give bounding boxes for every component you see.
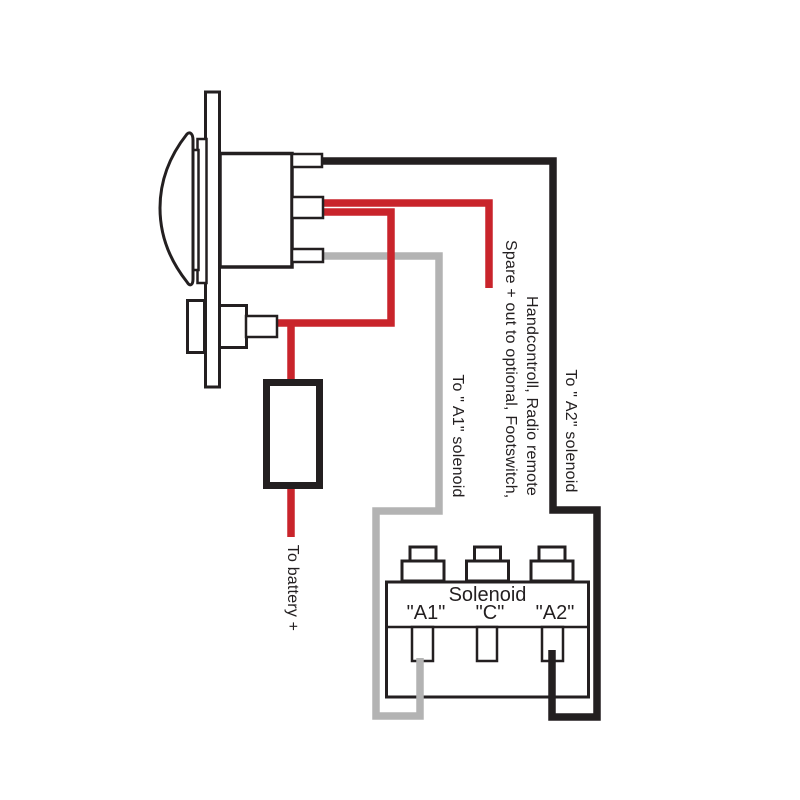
to-a1-solenoid-label: To " A1" solenoid (449, 374, 466, 498)
solenoid-stud-a2-base (529, 559, 575, 583)
solenoid-terminal-c-label: "C" (475, 602, 505, 624)
solenoid-stud-c-nut (473, 545, 502, 563)
breaker-body-left-shape (186, 299, 206, 354)
switch-terminal-top-shape (290, 152, 324, 169)
rocker-actuator-shape (158, 131, 195, 287)
solenoid-stud-a2-nut (537, 545, 567, 563)
solenoid-terminal-c-shape (475, 625, 499, 663)
breaker-body-right-shape (218, 304, 248, 349)
overlay-shapes (244, 152, 325, 489)
red-wires (275, 199, 493, 537)
switch-body-shape (218, 151, 294, 269)
solenoid-terminal-a1-label: "A1" (406, 602, 446, 624)
spare-output-label: Handcontroll, Radio remote Spare + out t… (500, 240, 542, 499)
wires (275, 157, 601, 721)
solenoid-title: Solenoid (448, 584, 527, 606)
solenoid-terminal-a1-shape (410, 625, 435, 663)
breaker-terminal-shape (244, 314, 279, 339)
fuse-body-shape (263, 379, 323, 489)
solenoid-terminal-a2-label: "A2" (535, 602, 575, 624)
switch-terminal-middle-shape (290, 195, 325, 220)
to-a2-solenoid-label: To " A2" solenoid (562, 369, 579, 493)
switch-terminal-bottom-shape (290, 247, 325, 264)
spare-output-label-line1: Spare + out to optional, Footswitch, (502, 240, 519, 499)
wire-gray-to-a1 (316, 252, 443, 720)
to-battery-label: To battery + (284, 544, 301, 632)
wire-red-switch-to-breaker (275, 208, 395, 327)
wire-red-spare-out (316, 199, 493, 288)
solenoid-stud-c-base (465, 559, 510, 583)
solenoid-stud-a1-base (400, 559, 446, 583)
spare-output-label-line2: Handcontroll, Radio remote (523, 296, 540, 496)
wire-black-to-a2 (316, 157, 601, 721)
solenoid-stud-a1-nut (408, 545, 438, 563)
